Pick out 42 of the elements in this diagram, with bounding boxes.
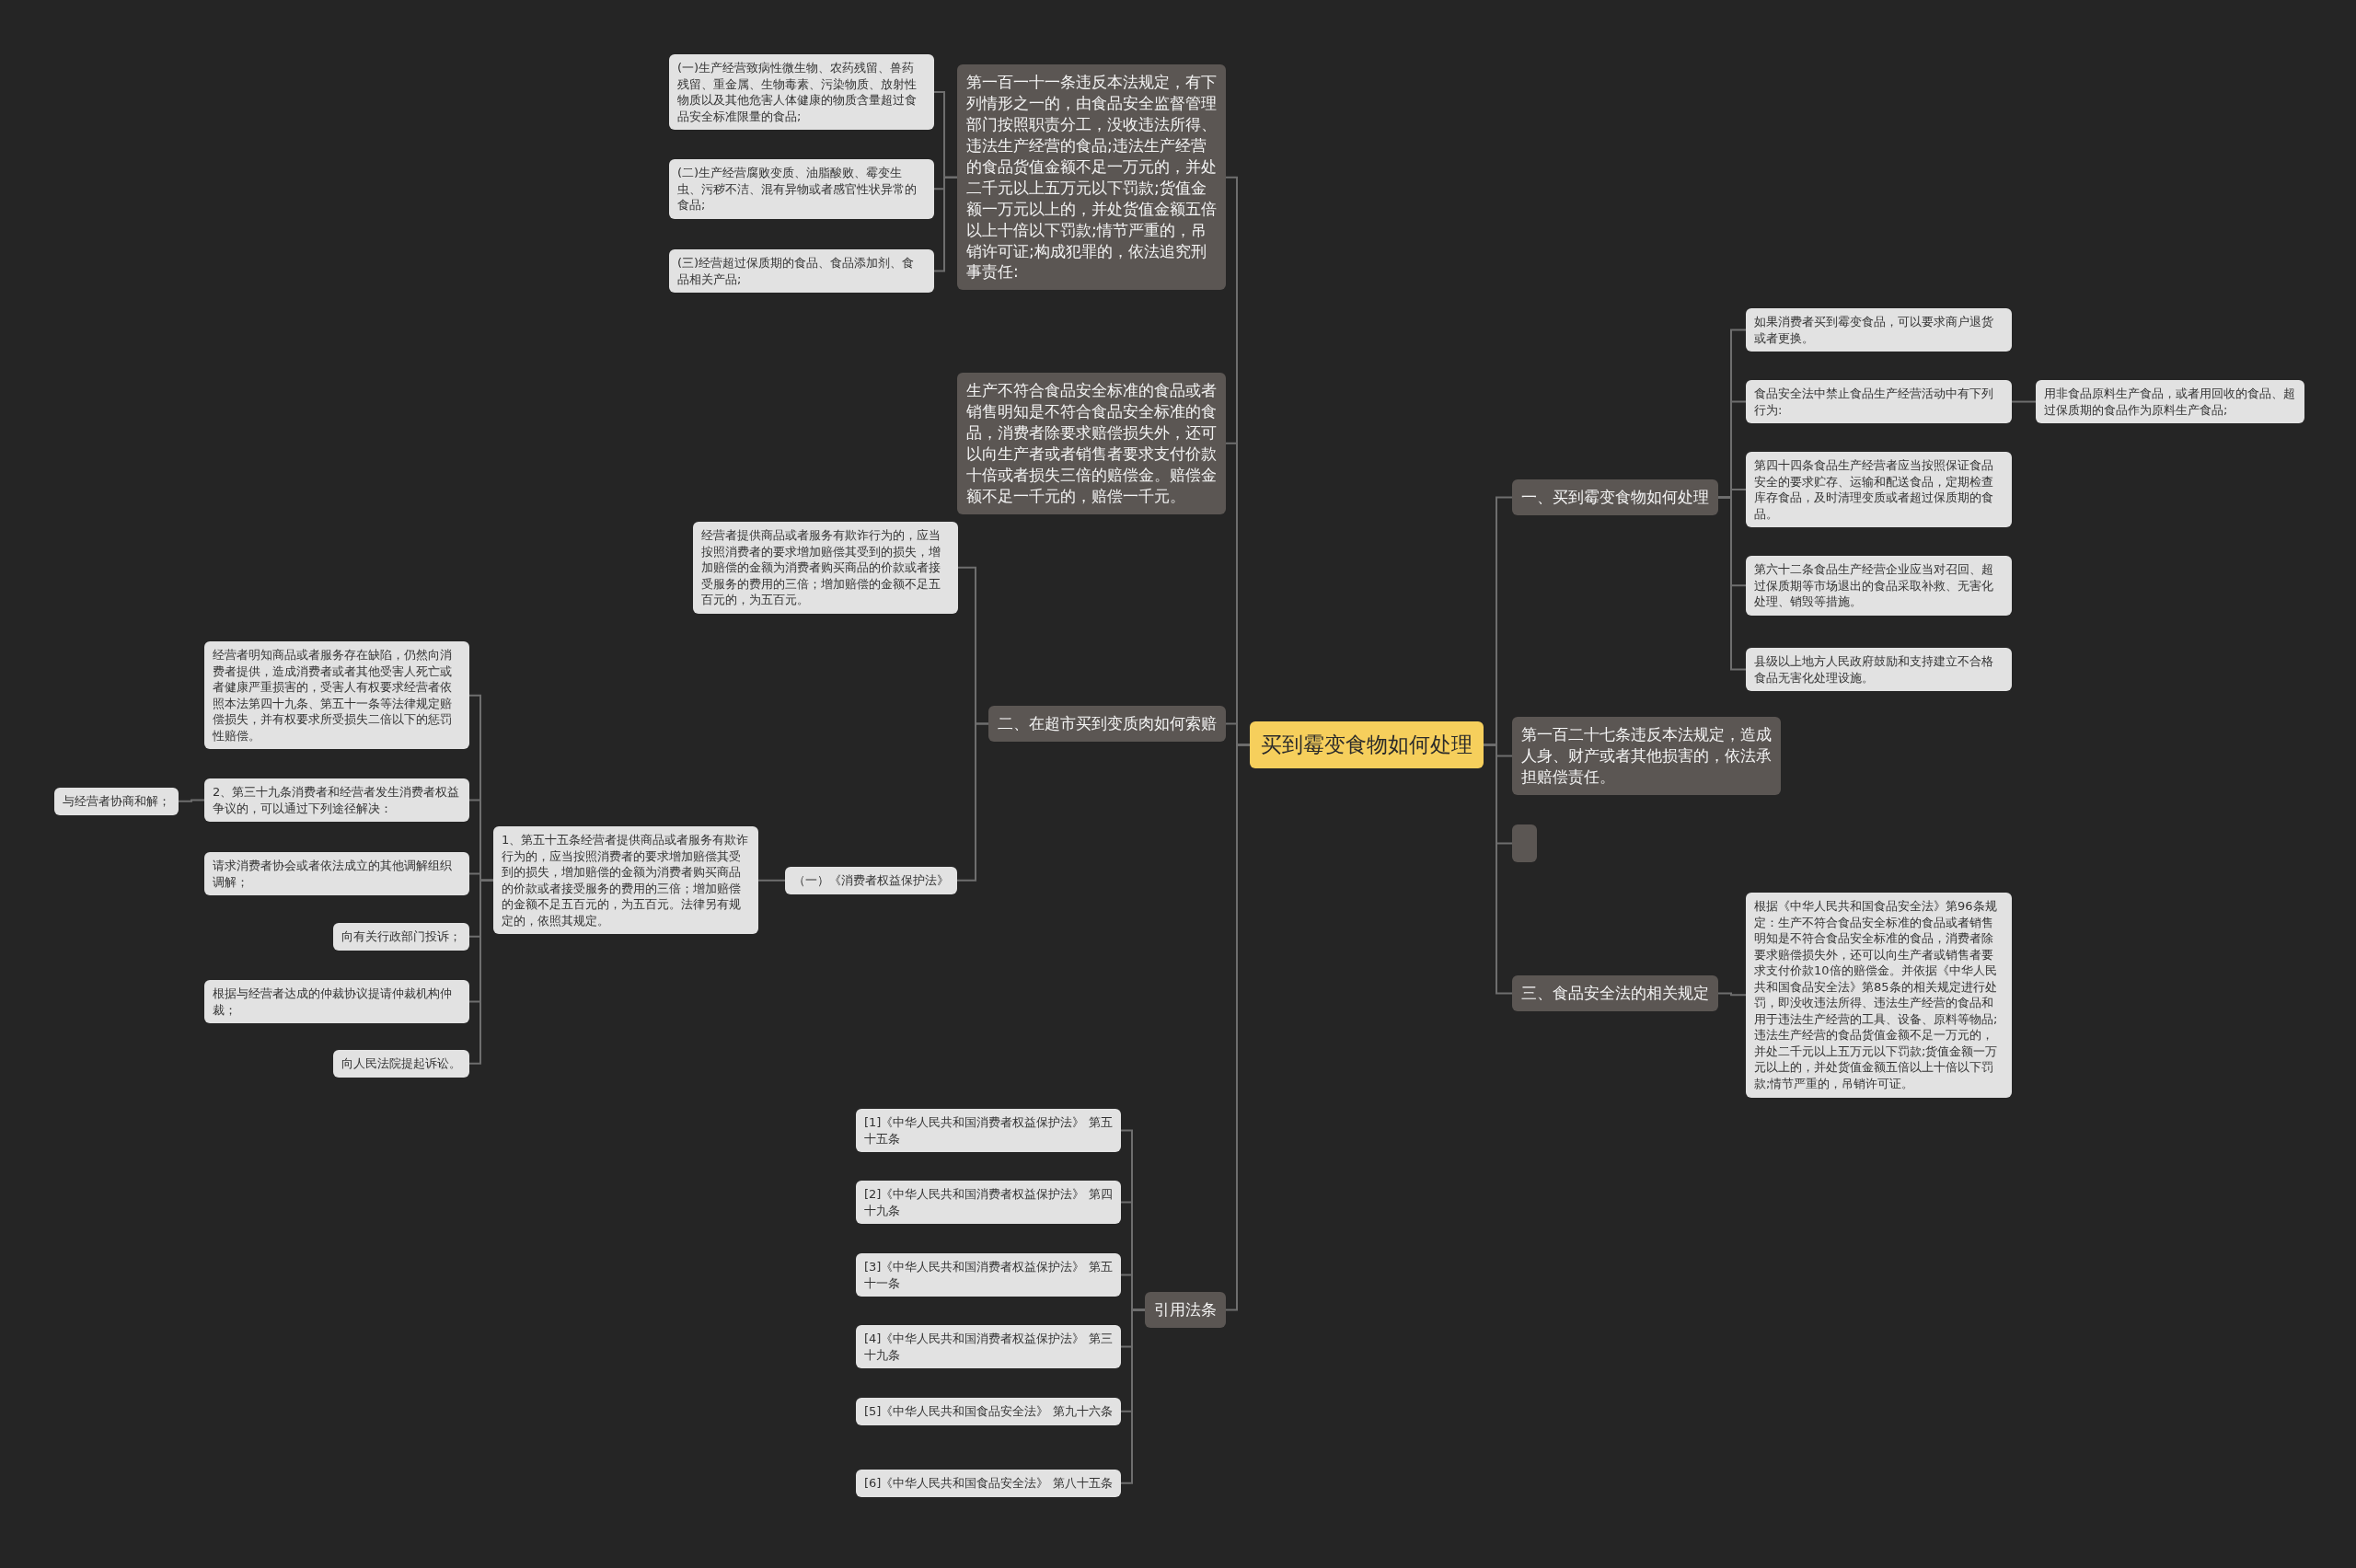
subtopic-card: 第六十二条食品生产经营企业应当对召回、超过保质期等市场退出的食品采取补救、无害化处理、销毁等措施。 xyxy=(1746,556,2012,616)
subtopic-card: 根据与经营者达成的仲裁协议提请仲裁机构仲裁； xyxy=(204,980,469,1024)
branch-topic: 生产不符合食品安全标准的食品或者销售明知是不符合食品安全标准的食品，消费者除要求赔偿损失外，还可以向生产者或者销售者要求支付价款十倍或者损失三倍的赔偿金。赔偿金额不足一千元的，赔偿一千元。 xyxy=(957,373,1226,514)
empty-topic-box xyxy=(1512,824,1537,862)
subtopic-card: 用非食品原料生产食品，或者用回收的食品、超过保质期的食品作为原料生产食品; xyxy=(2036,380,2304,424)
subtopic-card: （一）《消费者权益保护法》 xyxy=(785,867,957,894)
subtopic-card: [5]《中华人民共和国食品安全法》 第九十六条 xyxy=(856,1398,1121,1425)
subtopic-card: (二)生产经营腐败变质、油脂酸败、霉变生虫、污秽不洁、混有异物或者感官性状异常的食品; xyxy=(669,159,934,219)
subtopic-card: 根据《中华人民共和国食品安全法》第96条规定：生产不符合食品安全标准的食品或者销售明知是不符合食品安全标准的食品，消费者除要求赔偿损失外，还可以向生产者或销售者要求支付价款10倍的赔偿金。并依据《中华人民共和国食品安全法》第85条的相关规定进行处罚，即没收违法所得、违法生产经营的食品和用于违法生产经营的工具、设备、原料等物品;违法生产经营的食品货值金额不足一万元的，并处二千元以上五万元以下罚款;货值金额一万元以上的，并处货值金额五倍以上十倍以下罚款;情节严重的，吊销许可证。 xyxy=(1746,893,2012,1098)
subtopic-card: 如果消费者买到霉变食品，可以要求商户退货或者更换。 xyxy=(1746,308,2012,352)
subtopic-card: 1、第五十五条经营者提供商品或者服务有欺诈行为的，应当按照消费者的要求增加赔偿其受到的损失，增加赔偿的金额为消费者购买商品的价款或者接受服务的费用的三倍；增加赔偿的金额不足五百元的，为五百元。法律另有规定的，依照其规定。 xyxy=(493,826,758,935)
connector-line xyxy=(1717,992,1747,997)
subtopic-card: (三)经营超过保质期的食品、食品添加剂、食品相关产品; xyxy=(669,249,934,294)
subtopic-card: 经营者提供商品或者服务有欺诈行为的，应当按照消费者的要求增加赔偿其受到的损失，增加赔偿的金额为消费者购买商品的价款或者接受服务的费用的三倍；增加赔偿的金额不足五百元的，为五百元。 xyxy=(693,522,958,614)
subtopic-card: [1]《中华人民共和国消费者权益保护法》 第五十五条 xyxy=(856,1109,1121,1153)
branch-topic: 第一百一十一条违反本法规定，有下列情形之一的，由食品安全监督管理部门按照职责分工，没收违法所得、违法生产经营的食品;违法生产经营的食品货值金额不足一万元的，并处二千元以上五万元以下罚款;货值金额一万元以上的，并处货值金额五倍以上十倍以下罚款;情节严重的，吊销许可证;构成犯罪的，依法追究刑事责任: xyxy=(957,64,1226,291)
subtopic-card: [6]《中华人民共和国食品安全法》 第八十五条 xyxy=(856,1470,1121,1497)
subtopic-card: [3]《中华人民共和国消费者权益保护法》 第五十一条 xyxy=(856,1253,1121,1297)
subtopic-card: [2]《中华人民共和国消费者权益保护法》 第四十九条 xyxy=(856,1181,1121,1225)
connector-line xyxy=(2011,400,2037,403)
subtopic-card: 县级以上地方人民政府鼓励和支持建立不合格食品无害化处理设施。 xyxy=(1746,648,2012,692)
branch-topic: 第一百二十七条违反本法规定，造成人身、财产或者其他损害的，依法承担赔偿责任。 xyxy=(1512,717,1781,795)
central-topic: 买到霉变食物如何处理 xyxy=(1250,721,1484,769)
branch-topic: 二、在超市买到变质肉如何索赔 xyxy=(988,706,1226,742)
subtopic-card: 2、第三十九条消费者和经营者发生消费者权益争议的，可以通过下列途径解决： xyxy=(204,778,469,823)
subtopic-card: 向有关行政部门投诉； xyxy=(333,923,469,951)
branch-topic: 一、买到霉变食物如何处理 xyxy=(1512,479,1718,515)
subtopic-card: 请求消费者协会或者依法成立的其他调解组织调解； xyxy=(204,852,469,896)
subtopic-card: (一)生产经营致病性微生物、农药残留、兽药残留、重金属、生物毒素、污染物质、放射性物质以及其他危害人体健康的物质含量超过食品安全标准限量的食品; xyxy=(669,54,934,131)
branch-topic: 三、食品安全法的相关规定 xyxy=(1512,975,1718,1011)
subtopic-card: [4]《中华人民共和国消费者权益保护法》 第三十九条 xyxy=(856,1325,1121,1369)
connector-line xyxy=(178,799,205,802)
subtopic-card: 向人民法院提起诉讼。 xyxy=(333,1050,469,1078)
subtopic-card: 第四十四条食品生产经营者应当按照保证食品安全的要求贮存、运输和配送食品，定期检查库存食品，及时清理变质或者超过保质期的食品。 xyxy=(1746,452,2012,528)
connector-line xyxy=(933,176,958,272)
connector-line xyxy=(956,722,989,882)
connector-line xyxy=(757,879,786,882)
subtopic-card: 与经营者协商和解； xyxy=(54,788,179,815)
branch-topic: 引用法条 xyxy=(1145,1292,1226,1328)
subtopic-card: 经营者明知商品或者服务存在缺陷，仍然向消费者提供，造成消费者或者其他受害人死亡或者健康严重损害的，受害人有权要求经营者依照本法第四十九条、第五十一条等法律规定赔偿损失，并有权要求所受损失二倍以下的惩罚性赔偿。 xyxy=(204,641,469,750)
connector-line xyxy=(1483,744,1513,995)
subtopic-card: 食品安全法中禁止食品生产经营活动中有下列行为: xyxy=(1746,380,2012,424)
